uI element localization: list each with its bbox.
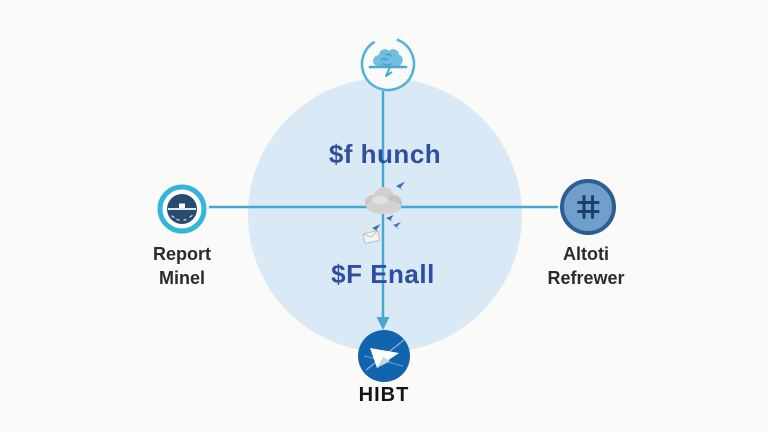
bird-icon: [372, 224, 381, 233]
right-node-label: Altoti Refrewer: [501, 242, 671, 291]
envelope-icon: [362, 230, 380, 244]
left-node-label-line2: Minel: [158, 268, 205, 289]
center-node: [362, 181, 405, 244]
left-node-label: Report Minel: [111, 242, 253, 291]
center-label-top: $f hunch: [328, 139, 442, 169]
left-node-label-line1: Report: [153, 244, 211, 264]
bottom-node: [358, 330, 410, 382]
hash-icon: [577, 195, 600, 219]
center-label-bottom: $F Enall: [331, 259, 435, 289]
bird-icon: [396, 181, 405, 191]
bird-icon: [386, 215, 394, 223]
main-circle: [248, 78, 522, 352]
brain-icon: [368, 49, 408, 77]
right-node-label-line1: Altoti: [563, 244, 609, 264]
right-node-label-line2: Refrewer: [547, 268, 625, 289]
left-node: [157, 184, 207, 234]
paper-plane-icon: [363, 339, 405, 371]
gauge-needle: [179, 203, 185, 208]
right-node-circle: [560, 179, 616, 235]
top-node: [360, 36, 416, 92]
arrow-down-icon: [376, 317, 390, 330]
bottom-node-label: HIBT: [358, 384, 410, 406]
cloud-icon: [365, 187, 402, 214]
bird-icon: [393, 222, 401, 230]
right-node: [560, 179, 616, 235]
